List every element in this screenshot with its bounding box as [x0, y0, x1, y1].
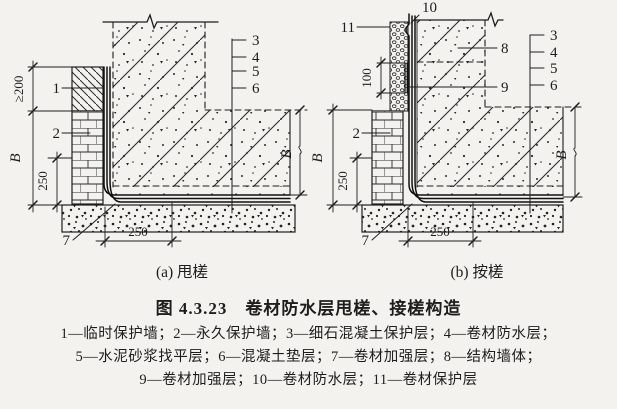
- dim-250-left-a: 250: [35, 171, 50, 191]
- dimension-right-a: B: [279, 105, 308, 200]
- dim-B-left-b: B: [310, 153, 326, 162]
- dim-100: 100: [359, 68, 374, 88]
- legend-line-1: 1—临时保护墙；2—永久保护墙；3—细石混凝土保护层；4—卷材防水层；: [60, 326, 557, 342]
- callouts-a: 1 2 7: [53, 81, 116, 249]
- callout-7b-leader: [371, 203, 413, 241]
- callout-5-label-a: 5: [252, 64, 260, 80]
- callout-7-label-a: 7: [63, 233, 71, 249]
- layer-bracket-a: 3 4 5 6: [231, 33, 260, 214]
- figure-title: 图 4.3.23 卷材防水层甩槎、接槎构造: [155, 299, 462, 318]
- callout-5-label-b: 5: [550, 61, 558, 77]
- dimensions-left-a: ≥200 B 250: [8, 60, 73, 213]
- callouts-b: 8 9 10 11 2 7: [341, 0, 509, 249]
- diagram-b: 100 B 250 B: [310, 0, 583, 281]
- dimension-bottom-b: 250: [398, 202, 482, 248]
- legend-line-3: 9—卷材加强层；10—卷材防水层；11—卷材保护层: [139, 372, 478, 388]
- break-line-top-b: [413, 11, 504, 28]
- membrane-b: [404, 13, 564, 203]
- callout-6-label-b: 6: [550, 78, 558, 94]
- callout-8-label: 8: [501, 41, 509, 57]
- protection-strip-b: [416, 188, 563, 195]
- permanent-protective-wall-b: [371, 110, 404, 205]
- dim-250-bottom-b: 250: [430, 224, 450, 239]
- permanent-protective-wall-a: [71, 110, 104, 205]
- membrane-a: [103, 66, 291, 203]
- callout-10-label: 10: [422, 0, 437, 16]
- cushion-layer-b: [361, 204, 564, 233]
- caption-a: (a) 甩槎: [156, 263, 208, 281]
- temporary-protective-wall: [71, 66, 104, 112]
- callout-2-label-b: 2: [353, 126, 361, 142]
- dim-B-right-a: B: [279, 149, 295, 158]
- dim-250-bottom-a: 250: [128, 224, 148, 239]
- dim-ge200: ≥200: [11, 76, 26, 103]
- dimension-bottom-a: 250: [95, 202, 182, 248]
- figure-legend: 1—临时保护墙；2—永久保护墙；3—细石混凝土保护层；4—卷材防水层； 5—水泥…: [0, 323, 617, 392]
- dimension-100: 100: [359, 56, 405, 100]
- callout-6-label-a: 6: [252, 81, 260, 97]
- technical-drawing: ≥200 B 250 B 3 4 5 6: [8, 0, 583, 281]
- callout-3-label-b: 3: [550, 28, 558, 44]
- callout-1-label: 1: [53, 81, 61, 97]
- protection-strip-a: [112, 188, 290, 195]
- callout-2-label-a: 2: [53, 126, 61, 142]
- dimension-right-b: B: [554, 102, 583, 202]
- diagram-a: ≥200 B 250 B 3 4 5 6: [8, 13, 308, 281]
- callout-3-label-a: 3: [252, 33, 260, 49]
- dim-B-left-a: B: [8, 153, 24, 162]
- cushion-layer-a: [61, 204, 296, 233]
- callout-7-leader: [72, 203, 116, 241]
- caption-b: (b) 按槎: [451, 263, 504, 281]
- callout-7-label-b: 7: [362, 233, 370, 249]
- callout-10-leader: [410, 14, 420, 24]
- dim-250-left-b: 250: [335, 171, 350, 191]
- callout-9-label: 9: [501, 80, 509, 96]
- membrane-reinforcement-strip: [404, 62, 408, 94]
- layer-bracket-b: 3 4 5 6: [529, 28, 558, 214]
- dim-B-right-b: B: [554, 150, 570, 159]
- callout-4-label-b: 4: [550, 45, 558, 61]
- callout-4-label-a: 4: [252, 50, 260, 66]
- callout-11-label: 11: [341, 20, 355, 36]
- dimensions-left-b: B 250: [310, 103, 373, 213]
- legend-line-2: 5—水泥砂浆找平层；6—混凝土垫层；7—卷材加强层；8—结构墙体；: [75, 349, 542, 365]
- break-line-top-a: [102, 13, 219, 30]
